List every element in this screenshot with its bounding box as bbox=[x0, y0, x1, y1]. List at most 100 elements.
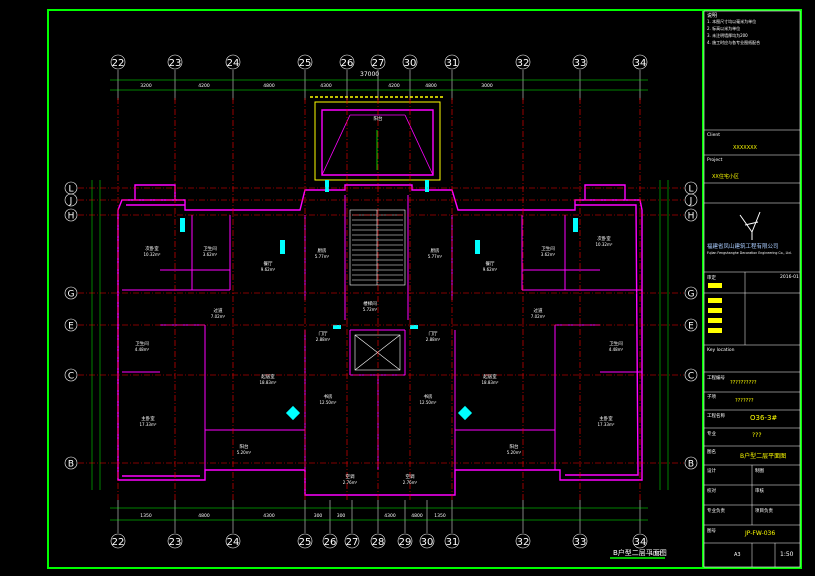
room-area: 18.83m² bbox=[260, 380, 277, 385]
project-no-label: 工程名称 bbox=[707, 414, 725, 419]
grid-label-top: 33 bbox=[574, 58, 587, 69]
grid-label-top: 26 bbox=[341, 58, 354, 69]
drawing-title: B户型二层平面图 1:50 bbox=[610, 548, 667, 559]
grid-bubble-bottom bbox=[370, 533, 386, 549]
grid-bubble-bottom bbox=[167, 533, 183, 549]
grid-bubble-top bbox=[167, 54, 183, 70]
grid-label-bottom: 27 bbox=[346, 537, 359, 548]
room-area: 5.77m² bbox=[428, 254, 443, 259]
room-area: 18.83m² bbox=[482, 380, 499, 385]
grid-bubble-top bbox=[402, 54, 418, 70]
key-plan-label: Key location bbox=[707, 348, 735, 353]
signer-design: 设计 bbox=[707, 469, 716, 474]
room-area: 7.02m² bbox=[531, 314, 546, 319]
project-value: XX住宅小区 bbox=[712, 174, 739, 180]
room-area: 5.20m² bbox=[507, 450, 522, 455]
notes-heading: 说明 bbox=[707, 13, 718, 19]
room-name: 厨房 bbox=[318, 247, 327, 254]
grid-bubble-bottom bbox=[632, 533, 648, 549]
grid-bubble-top bbox=[444, 54, 460, 70]
dim-text-top: 3000 bbox=[481, 83, 493, 89]
interior-walls bbox=[122, 195, 642, 470]
walls bbox=[117, 96, 643, 496]
room-area: 17.33m² bbox=[140, 422, 157, 427]
dim-text-bottom: 4300 bbox=[263, 513, 275, 519]
spec-label: 专业 bbox=[707, 432, 716, 437]
room-name: 楼梯间 bbox=[363, 300, 377, 307]
room-area: 5.72m² bbox=[363, 307, 378, 312]
room-area: 5.77m² bbox=[315, 254, 330, 259]
room-name: 阳台 bbox=[374, 115, 383, 122]
room-name: 起居室 bbox=[483, 373, 497, 380]
grid-label-right: L bbox=[688, 185, 693, 195]
sheet-scale: 1:50 bbox=[780, 551, 794, 558]
room-name: 过道 bbox=[534, 307, 543, 314]
sheet-value: B户型二层平面图 bbox=[740, 453, 787, 460]
note-item: 4. 施工时应与各专业图纸配合 bbox=[707, 40, 761, 45]
room-area: 17.33m² bbox=[598, 422, 615, 427]
sub-label: 子项 bbox=[707, 395, 716, 400]
dim-text-bottom: 4800 bbox=[198, 513, 210, 519]
drawing-id-value: JP-FW-036 bbox=[745, 530, 776, 537]
note-item: 2. 标高以米为单位 bbox=[707, 26, 741, 31]
room-name: 阳台 bbox=[510, 443, 519, 450]
grid-label-top: 31 bbox=[446, 58, 459, 69]
room-name: 书房 bbox=[324, 393, 333, 400]
dim-text-top: 4800 bbox=[263, 83, 275, 89]
room-area: 10.32m² bbox=[596, 242, 613, 247]
dim-text-bottom: 1350 bbox=[140, 513, 152, 519]
room-name: 门厅 bbox=[429, 330, 438, 337]
grid-label-bottom: 28 bbox=[372, 537, 385, 548]
room-name: 卫生间 bbox=[135, 340, 149, 347]
signer-project: 项目负责 bbox=[755, 509, 773, 514]
grid-label-bottom: 26 bbox=[324, 537, 337, 548]
room-name: 厨房 bbox=[431, 247, 440, 254]
room-name: 书房 bbox=[424, 393, 433, 400]
room-name: 空调 bbox=[346, 473, 355, 480]
grid-bubble-top bbox=[339, 54, 355, 70]
grid-label-left: G bbox=[68, 290, 75, 300]
grid-label-bottom: 31 bbox=[446, 537, 459, 548]
notes-list: 1. 本图尺寸均以毫米为单位 2. 标高以米为单位 3. 未注明墙厚均为200 … bbox=[707, 18, 760, 46]
grid-label-top: 27 bbox=[372, 58, 385, 69]
grid-bubble-top bbox=[370, 54, 386, 70]
room-name: 卫生间 bbox=[541, 245, 555, 252]
room-name: 卫生间 bbox=[609, 340, 623, 347]
dim-text-bottom: 1350 bbox=[434, 513, 446, 519]
room-name: 次卧室 bbox=[597, 235, 611, 242]
drawing-no-value: ?????????? bbox=[730, 380, 757, 386]
grid-bubble-top bbox=[297, 54, 313, 70]
dim-text-top: 4200 bbox=[198, 83, 210, 89]
grid-label-right: C bbox=[688, 372, 694, 382]
company-name-en: Fujian Fengshanghe Decoration Engineerin… bbox=[707, 251, 792, 255]
dim-text-top: 4200 bbox=[388, 83, 400, 89]
sub-value: ??????? bbox=[735, 398, 754, 404]
dim-text-bottom: 4300 bbox=[384, 513, 396, 519]
room-area: 2.76m² bbox=[403, 480, 418, 485]
room-name: 主卧室 bbox=[141, 415, 155, 422]
grid-label-left: E bbox=[68, 322, 74, 332]
grid-bubble-top bbox=[632, 54, 648, 70]
grid-label-top: 24 bbox=[227, 58, 240, 69]
signer-check: 校对 bbox=[707, 489, 716, 494]
room-name: 阳台 bbox=[240, 443, 249, 450]
grid-label-bottom: 23 bbox=[169, 537, 182, 548]
room-name: 餐厅 bbox=[486, 260, 495, 267]
title-block bbox=[704, 129, 800, 567]
grid-label-bottom: 29 bbox=[399, 537, 412, 548]
grid-bubble-top bbox=[572, 54, 588, 70]
grid-label-right: G bbox=[688, 290, 695, 300]
room-name: 空调 bbox=[406, 473, 415, 480]
company-logo-icon bbox=[739, 211, 761, 240]
dim-text-top: 4800 bbox=[425, 83, 437, 89]
stamp-date: 2016-01 bbox=[780, 275, 799, 280]
room-area: 4.48m² bbox=[135, 347, 150, 352]
sheet-label: 图名 bbox=[707, 450, 716, 455]
grid-label-left: H bbox=[68, 212, 75, 222]
grid-label-left: J bbox=[69, 197, 73, 207]
grid-bubble-bottom bbox=[110, 533, 126, 549]
signer-draw: 制图 bbox=[755, 469, 764, 474]
room-area: 9.62m² bbox=[483, 267, 498, 272]
room-area: 12.50m² bbox=[420, 400, 437, 405]
